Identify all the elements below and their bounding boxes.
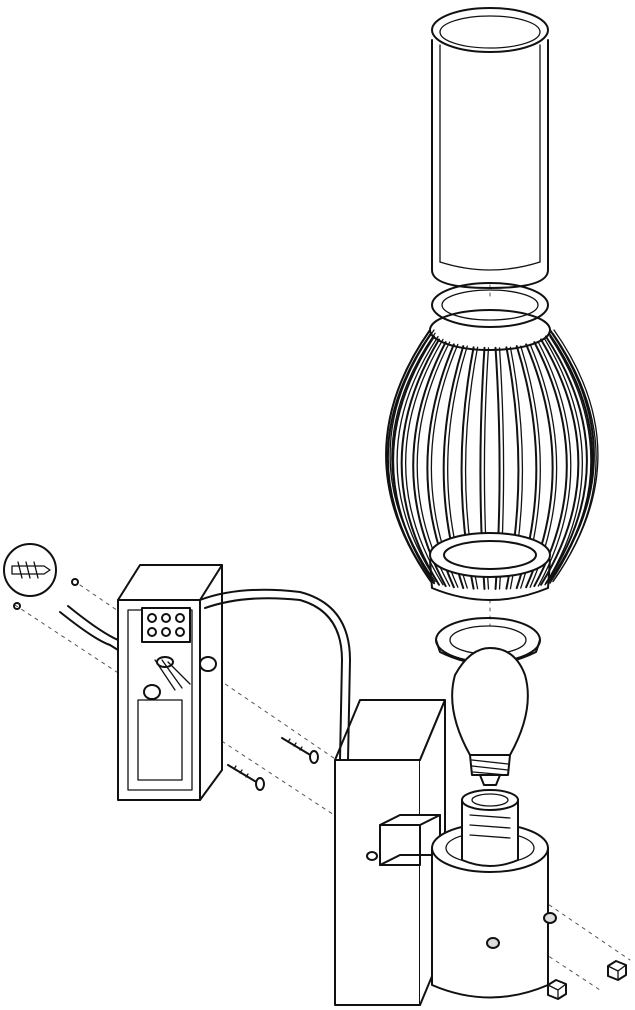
cage-bar-edge	[537, 341, 572, 587]
cage-bar-edge	[549, 335, 592, 584]
cage-bottom-rim-inner	[443, 540, 537, 570]
cage-bar	[385, 329, 431, 581]
cage-bar	[540, 338, 580, 586]
cage-bar	[544, 335, 588, 585]
nut-right	[607, 960, 627, 981]
cage-bar	[547, 332, 594, 583]
cage-bottom-rim	[429, 532, 551, 578]
glass-cylinder-shade	[431, 7, 549, 289]
wire-cage	[385, 309, 599, 601]
wall-plug-detail	[3, 543, 79, 610]
nut-left	[547, 979, 567, 1000]
cage-bar-edge	[544, 338, 583, 586]
wall-screw-upper	[281, 737, 319, 764]
cage-bar-edge	[405, 338, 444, 586]
lamp-socket-holder	[431, 789, 557, 999]
power-cable	[59, 588, 351, 761]
cage-bar-edge	[552, 332, 597, 583]
cage-bar-edge	[389, 329, 435, 581]
top-ring	[431, 282, 549, 328]
cage-bar	[400, 338, 440, 586]
cage-bar-edge	[396, 335, 439, 584]
wall-screw-lower	[227, 764, 265, 791]
cage-bottom-collar	[429, 559, 551, 601]
light-bulb	[451, 647, 529, 786]
terminal-block	[141, 607, 217, 700]
connecting-arm	[379, 814, 441, 866]
